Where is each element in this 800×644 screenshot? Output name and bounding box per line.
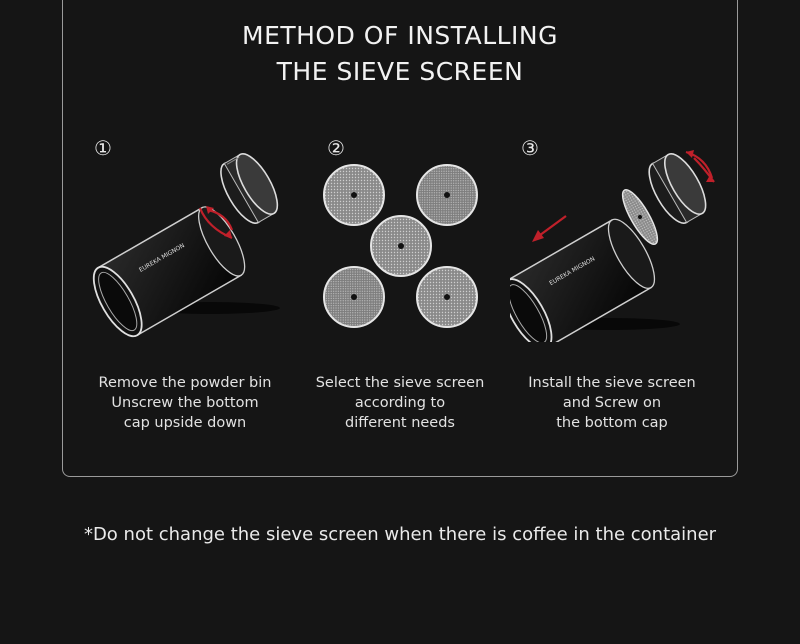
title-line-2: THE SIEVE SCREEN [276, 57, 524, 86]
sieve-screen [416, 266, 478, 328]
title-line-1: METHOD OF INSTALLING [242, 21, 558, 50]
instruction-frame [62, 0, 738, 477]
sieve-screen [323, 266, 385, 328]
warning-note: *Do not change the sieve screen when the… [83, 524, 717, 545]
step-2-caption: Select the sieve screen according to dif… [315, 375, 485, 431]
step-3-number: ③ [521, 136, 539, 160]
sieve-screens-illustration [323, 164, 478, 328]
grinder-unscrew-illustration: EUREKA MIGNON [92, 153, 280, 338]
sieve-screen [323, 164, 385, 226]
sieve-screen [370, 215, 432, 277]
page-title: METHOD OF INSTALLING THE SIEVE SCREEN [0, 18, 800, 90]
step-3-caption: Install the sieve screen and Screw on th… [528, 375, 696, 431]
step-1-caption: Remove the powder bin Unscrew the bottom… [98, 375, 272, 431]
sieve-screen [416, 164, 478, 226]
grinder-install-illustration: EUREKA MIGNON [510, 150, 715, 342]
step-1-number: ① [94, 136, 112, 160]
step-2-number: ② [327, 136, 345, 160]
